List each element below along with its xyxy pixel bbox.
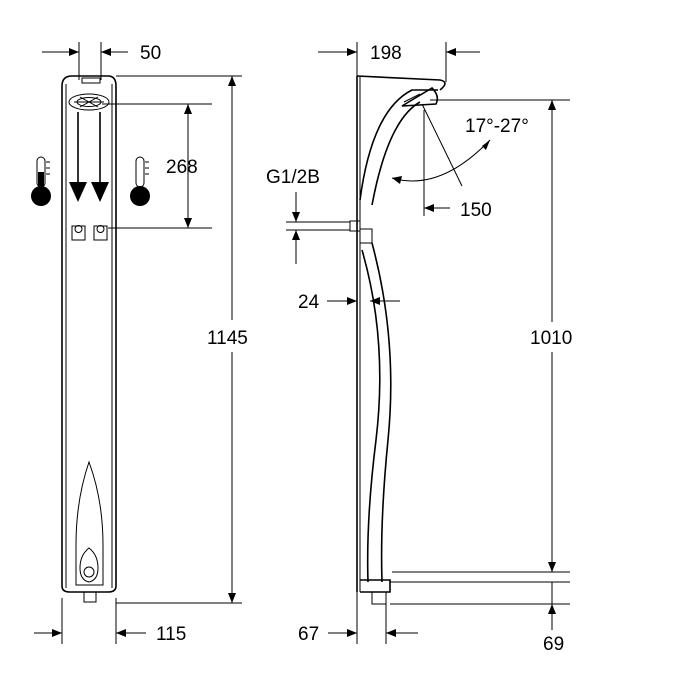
dim-g12b-label: G1/2B: [266, 167, 320, 188]
dim-198-label: 198: [370, 43, 402, 64]
arrow-down-icon: [69, 112, 109, 202]
side-view: [349, 75, 446, 605]
dim-top-width: 50: [42, 42, 161, 80]
dim-connection: G1/2B: [266, 167, 350, 264]
thermometer-cold-icon: [31, 156, 51, 206]
dim-150-label: 150: [460, 200, 492, 221]
dim-side-bottom-left: 67: [298, 592, 418, 645]
dim-268-label: 268: [166, 157, 198, 178]
dim-head-spacing: 268: [102, 103, 212, 229]
dim-50-label: 50: [140, 43, 161, 64]
valve-icon: [71, 225, 108, 241]
dim-115-label: 115: [156, 624, 186, 645]
dim-head-reach: 150: [423, 110, 492, 221]
dim-67-label: 67: [298, 624, 319, 645]
dim-angle-label: 17°-27°: [465, 116, 529, 137]
thermometer-hot-icon: [130, 156, 150, 206]
dim-69-label: 69: [543, 634, 564, 655]
dim-side-bottom-right: 69: [390, 581, 570, 655]
dim-1010-label: 1010: [530, 328, 572, 349]
dim-24-label: 24: [298, 292, 320, 313]
dim-1145-label: 1145: [207, 328, 248, 349]
dim-total-height: 1145: [116, 75, 248, 604]
dim-angle: 17°-27°: [391, 103, 529, 187]
shower-head-icon: [68, 93, 110, 111]
dim-bottom-offset: 115: [34, 598, 186, 645]
front-view: [61, 75, 117, 603]
dim-head-height: 1010: [392, 99, 572, 573]
dim-wall-gap: 24: [298, 292, 400, 313]
dim-depth: 198: [318, 42, 480, 82]
